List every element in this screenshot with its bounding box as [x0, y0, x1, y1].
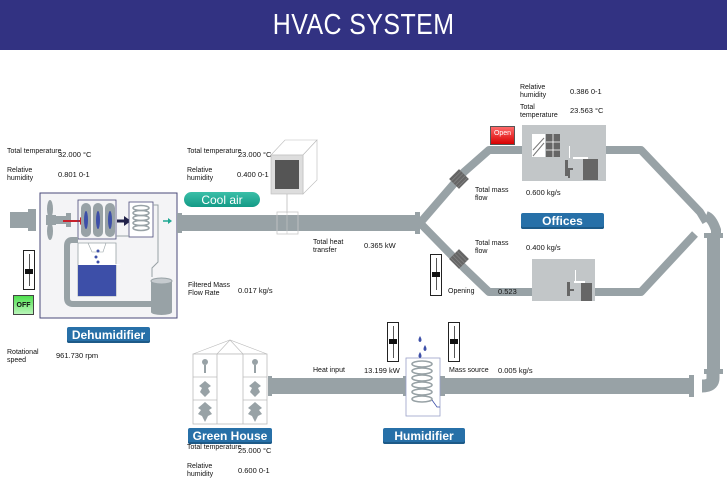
slider-thumb[interactable]	[25, 269, 33, 274]
app-header: HVAC SYSTEM	[0, 0, 727, 50]
dehumidifier-humidity-value: 0.801 0-1	[58, 170, 90, 179]
power-off-button[interactable]: OFF	[13, 295, 34, 315]
opening-value: 0.523	[498, 287, 517, 296]
water-tank-icon	[77, 242, 121, 297]
cooling-coil-icon	[81, 203, 115, 237]
inlet-pipe	[10, 209, 36, 231]
slider-thumb[interactable]	[389, 339, 397, 344]
heat-input-slider[interactable]	[387, 322, 399, 362]
water-drop-icon	[418, 336, 427, 358]
heat-transfer-label: Total heat transfer	[313, 239, 344, 254]
cool-air-temp-value: 23.000 °C	[238, 150, 272, 159]
humidifier-unit[interactable]	[405, 336, 441, 417]
mass-source-value: 0.005 kg/s	[498, 366, 533, 375]
offices-humidity-label: Relative humidity	[520, 84, 547, 99]
offices-tag: Offices	[521, 213, 604, 229]
office-room-lower[interactable]	[532, 259, 595, 301]
mass-source-label: Mass source	[449, 367, 489, 374]
dehumidifier-temp-label: Total temperature	[7, 148, 62, 155]
return-riser-pipe	[689, 211, 723, 397]
window-open-button[interactable]: Open	[490, 126, 515, 145]
supply-pipe	[177, 212, 420, 234]
humidifier-tag: Humidifier	[383, 428, 465, 444]
upper-mass-flow-label: Total mass flow	[475, 187, 509, 202]
cool-air-humidity-label: Relative humidity	[187, 167, 214, 182]
offices-temp-label: Total temperature	[520, 104, 558, 119]
reheat-coil-icon	[132, 204, 150, 232]
slider-thumb[interactable]	[432, 272, 440, 277]
filtered-mass-flow-label: Filtered Mass Flow Rate	[188, 282, 231, 297]
slider-thumb[interactable]	[450, 339, 458, 344]
cool-air-temp-label: Total temperature	[187, 148, 242, 155]
dehumidifier-unit[interactable]	[39, 192, 178, 319]
page-title: HVAC SYSTEM	[272, 8, 455, 41]
fan-speed-slider[interactable]	[23, 250, 35, 290]
office-branch-pipes	[416, 146, 710, 296]
cool-air-tag: Cool air	[184, 192, 260, 207]
offices-humidity-value: 0.386 0-1	[570, 87, 602, 96]
mass-source-slider[interactable]	[448, 322, 460, 362]
greenhouse-icon[interactable]	[192, 339, 268, 425]
plant-icon	[198, 359, 262, 422]
dehumidifier-tag: Dehumidifier	[67, 327, 150, 343]
cooled-air-arrow-icon	[117, 216, 131, 226]
lower-damper-icon	[449, 249, 469, 269]
rotational-speed-label: Rotational speed	[7, 349, 39, 364]
dehumidifier-humidity-label: Relative humidity	[7, 167, 34, 182]
cool-air-humidity-value: 0.400 0-1	[237, 170, 269, 179]
condensate-cylinder-icon	[150, 277, 173, 315]
green-house-temp-value: 25.000 °C	[238, 446, 272, 455]
offices-temp-value: 23.563 °C	[570, 106, 604, 115]
upper-damper-icon	[449, 169, 469, 189]
heat-transfer-value: 0.365 kW	[364, 241, 396, 250]
rotational-speed-value: 961.730 rpm	[56, 351, 99, 360]
upper-mass-flow-value: 0.600 kg/s	[526, 188, 561, 197]
lower-mass-flow-value: 0.400 kg/s	[526, 243, 561, 252]
green-house-humidity-value: 0.600 0-1	[238, 466, 270, 475]
heat-input-label: Heat input	[313, 367, 345, 374]
outlet-arrow-icon	[163, 218, 172, 224]
office-room-upper[interactable]	[522, 125, 606, 181]
lower-mass-flow-label: Total mass flow	[475, 240, 509, 255]
dehumidifier-temp-value: 32.000 °C	[58, 150, 92, 159]
opening-slider[interactable]	[430, 254, 442, 296]
heat-input-value: 13.199 kW	[364, 366, 400, 375]
opening-label: Opening	[448, 288, 475, 295]
green-house-humidity-label: Relative humidity	[187, 463, 214, 478]
green-house-temp-label: Total temperature	[187, 444, 242, 451]
heat-exchanger-icon	[270, 139, 318, 235]
return-pipe	[268, 376, 689, 396]
green-house-tag: Green House	[188, 428, 272, 444]
filtered-mass-flow-value: 0.017 kg/s	[238, 286, 273, 295]
